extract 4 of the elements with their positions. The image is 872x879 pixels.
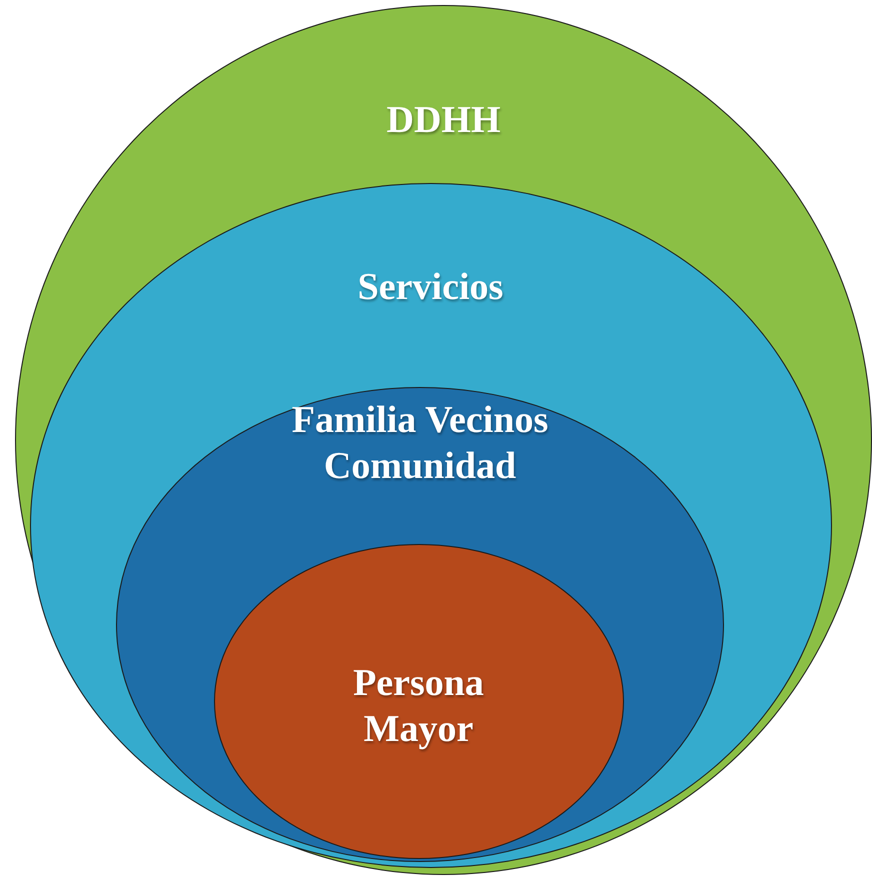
node-label: Persona Mayor [352, 660, 485, 752]
node-label: DDHH [386, 98, 502, 143]
node-label: Familia Vecinos Comunidad [290, 398, 550, 489]
node-label: Servicios [356, 264, 504, 310]
